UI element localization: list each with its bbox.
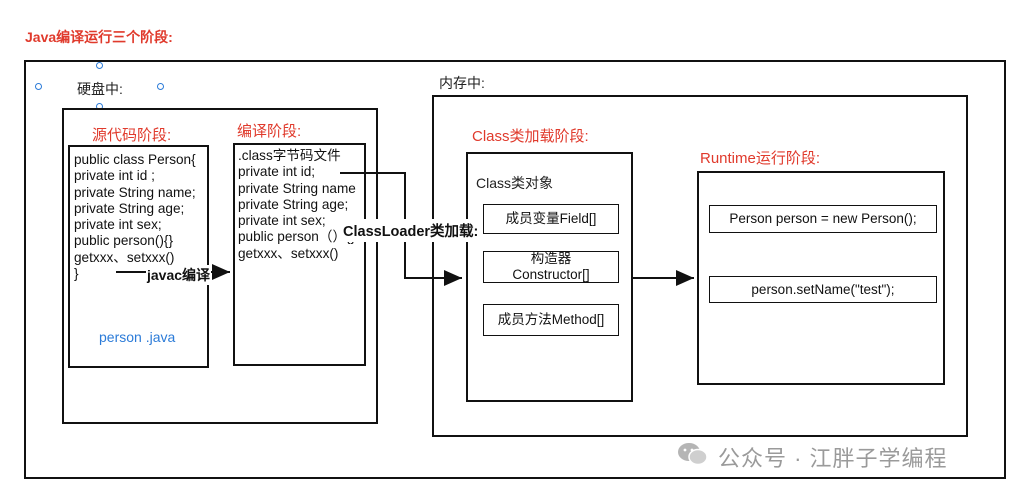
- watermark-text: 公众号 · 江胖子学编程: [718, 446, 948, 471]
- compile-stage-title: 编译阶段:: [237, 123, 302, 140]
- source-code-text: public class Person{ private int id ; pr…: [74, 152, 196, 282]
- class-object-label: Class类对象: [476, 175, 554, 191]
- constructor-array-box: 构造器 Constructor[]: [483, 251, 619, 283]
- source-stage-title: 源代码阶段:: [92, 127, 172, 144]
- source-filename: person .java: [99, 329, 176, 345]
- resize-handle-left[interactable]: [35, 83, 42, 90]
- page-title: Java编译运行三个阶段:: [25, 29, 173, 45]
- resize-handle-right[interactable]: [157, 83, 164, 90]
- resize-handle-top[interactable]: [96, 62, 103, 69]
- javac-label: javac编译: [146, 265, 212, 285]
- wechat-logo-icon: [677, 441, 709, 467]
- field-array-box: 成员变量Field[]: [483, 204, 619, 234]
- runtime-stage-title: Runtime运行阶段:: [700, 150, 821, 167]
- compile-code-text: .class字节码文件 private int id; private Stri…: [238, 148, 356, 261]
- set-name-statement: person.setName("test");: [709, 276, 937, 303]
- compile-code-box: [233, 143, 366, 366]
- disk-label: 硬盘中:: [77, 81, 123, 97]
- classload-stage-title: Class类加载阶段:: [472, 128, 589, 145]
- new-person-statement: Person person = new Person();: [709, 205, 937, 233]
- source-code-box: [68, 145, 209, 368]
- method-array-box: 成员方法Method[]: [483, 304, 619, 336]
- memory-label: 内存中:: [439, 75, 485, 91]
- classloader-label: ClassLoader类加载:: [341, 219, 481, 242]
